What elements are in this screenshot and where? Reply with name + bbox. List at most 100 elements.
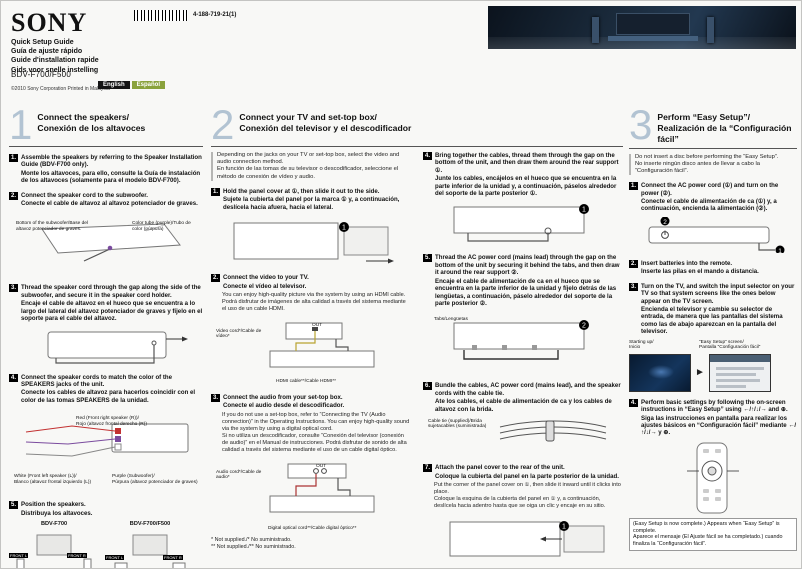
step-text-en: Position the speakers.: [21, 501, 86, 509]
s3-step4: 4. Perform basic settings by following t…: [629, 398, 797, 551]
label-out: OUT: [312, 322, 323, 328]
s2-step7-note: Put the corner of the panel cover on ①, …: [434, 482, 623, 510]
attach-cover-illustration: 1: [428, 514, 618, 564]
label-white-es: Blanco (altavoz frontal izquierdo (L)): [14, 479, 92, 485]
footnotes: * Not supplied./* No suministrado. ** No…: [211, 537, 411, 551]
subwoofer-bottom-illustration: Bottom of the subwoofer/Base del altavoz…: [14, 221, 198, 277]
section3-title-es: Realización de la “Configuración fácil”: [657, 123, 792, 145]
video-connection-illustration: Video cord*/Cable de vídeo* OUT HDMI cab…: [216, 321, 406, 387]
step-text-en: Connect the speaker cord to the subwoofe…: [21, 191, 148, 199]
section-easy-setup: 3 Perform “Easy Setup”/ Realización de l…: [629, 101, 797, 551]
label-hdmi-cable: HDMI cable**/Cable HDMI**: [276, 378, 336, 384]
label-white-jack: White (Front left speaker (L))/ Blanco (…: [14, 474, 106, 485]
step-text-en: Connect the audio from your set-top box.: [223, 393, 343, 401]
step-number: 6.: [423, 382, 433, 391]
easy-setup-screen-thumbnail: [708, 353, 771, 392]
step-text-en: Attach the panel cover to the rear of th…: [435, 464, 565, 472]
step-text-en: Insert batteries into the remote.: [641, 259, 733, 267]
step-text-en: Turn on the TV, and switch the input sel…: [641, 282, 795, 305]
intro-en: Do not insert a disc before performing t…: [635, 153, 779, 160]
power-cord-routing-illustration: Tabs/Lengüetas 2: [428, 317, 618, 375]
section2-title-en: Connect your TV and set-top box/: [239, 112, 377, 122]
step-number: 1.: [629, 182, 639, 191]
step-text-es: Encaje el cable de alimentación de ca en…: [435, 277, 617, 308]
section3-number: 3: [629, 101, 653, 148]
step-text-en: Thread the AC power cord (mains lead) th…: [435, 254, 620, 277]
complete-es: Aparece el mensaje (El Ajuste fácil se h…: [633, 534, 783, 548]
s1-step3: 3. Thread the speaker cord through the g…: [9, 284, 203, 366]
chip-front-r: FRONT R: [67, 553, 87, 559]
label-starting-up-en: Starting up/: [629, 339, 654, 345]
startup-screen-thumbnail: [629, 353, 691, 392]
note-es: Coloque la esquina de la cubierta del pa…: [434, 495, 606, 509]
title-dutch: Gids voor snelle instelling: [11, 66, 99, 74]
section2-right-column: 4. Bring together the cables, thread the…: [423, 147, 623, 564]
photo-floor: [488, 37, 796, 49]
note-en: Put the corner of the panel cover on ①, …: [434, 481, 621, 495]
step-number: 3.: [211, 393, 221, 402]
label-purple-en: Purple (Subwoofer)/: [112, 474, 155, 480]
speaker-layout-diagrams: BDV-F700 FRONT L FRONT R SUBWOOFER: [9, 521, 203, 568]
s1-step2: 2. Connect the speaker cord to the subwo…: [9, 191, 203, 278]
subwoofer-side-illustration: [14, 327, 198, 367]
label-easy-setup-es: Pantalla “Configuración fácil”: [699, 345, 761, 351]
label-out: OUT: [316, 463, 327, 469]
language-badge-english: English: [98, 81, 130, 89]
label-red-jack: Red (Front right speaker (R))/ Rojo (alt…: [76, 416, 196, 427]
step-number: 1.: [9, 153, 19, 162]
label-purple-jack: Purple (Subwoofer)/ Púrpura (altavoz pot…: [112, 474, 200, 485]
panel-cover-drawing: 1: [233, 222, 394, 264]
step-text-es: Sujete la cubierta del panel por la marc…: [223, 196, 400, 211]
s3-step1: 1. Connect the AC power cord (①) and tur…: [629, 182, 797, 253]
svg-text:1: 1: [778, 248, 782, 253]
step-text-en: Hold the panel cover at ①, then slide it…: [223, 187, 380, 195]
footnote-1: * Not supplied./* No suministrado.: [211, 536, 292, 543]
step-number: 5.: [423, 254, 433, 263]
tv-screens: ►: [629, 353, 797, 392]
s2-step2-note: You can enjoy high-quality picture via t…: [222, 292, 411, 313]
complete-en: (Easy Setup is now complete.) Appears wh…: [633, 520, 780, 534]
layout-a-caption: BDV-F700: [40, 521, 68, 528]
power-cord-routing-drawing: 2: [453, 320, 589, 361]
s2-step6: 6. Bundle the cables, AC power cord (mai…: [423, 382, 623, 457]
section-connect-tv: 2 Connect your TV and set-top box/ Conex…: [211, 101, 623, 564]
step-number: 3.: [629, 282, 639, 291]
osd-line: [715, 378, 760, 382]
step-text-es: Monte los altavoces, para ello, consulte…: [21, 169, 201, 185]
easy-setup-complete-note: (Easy Setup is now complete.) Appears wh…: [629, 517, 797, 551]
label-tabs: Tabs/Lengüetas: [434, 317, 468, 323]
step-number: 3.: [9, 284, 19, 293]
intro-es: No inserte ningún disco antes de llevar …: [635, 160, 761, 174]
layout-a-drawing: FRONT L FRONT R SUBWOOFER: [9, 529, 99, 568]
section2-number: 2: [211, 101, 235, 148]
step-number: 4.: [423, 151, 433, 160]
layout-b-caption: BDV-F700/F500: [129, 521, 171, 528]
s2-step5: 5. Thread the AC power cord (mains lead)…: [423, 254, 623, 375]
panel-cover-illustration: 1: [216, 215, 406, 267]
label-video-cord: Video cord*/Cable de vídeo*: [216, 328, 262, 340]
step-text-es: Junte los cables, encájelos en el hueco …: [435, 175, 617, 198]
s3-step2: 2. Insert batteries into the remote. Ins…: [629, 259, 797, 276]
screen-labels: Starting up/ Inicio “Easy Setup” screen/…: [629, 340, 797, 351]
s2-step3-note: If you do not use a set-top box, refer t…: [222, 412, 411, 454]
step-text-en: Assemble the speakers by referring to th…: [21, 153, 202, 169]
photo-left-speaker: [592, 17, 599, 43]
step-number: 2.: [9, 191, 19, 200]
language-badge-espanol: Español: [131, 81, 166, 89]
osd-title-bar: [709, 354, 770, 362]
s1-step5: 5. Position the speakers. Distribuya los…: [9, 501, 203, 568]
power-on-drawing: 2 1: [648, 216, 785, 253]
subwoofer-bottom-drawing: [41, 223, 181, 263]
part-number: 4-188-719-21(1): [193, 12, 237, 18]
intro-es: En función de las tomas de su televisor …: [217, 166, 399, 180]
step-number: 5.: [9, 501, 19, 510]
step-text-en: Connect the speaker cords to match the c…: [21, 373, 173, 389]
label-optical-cord: Digital optical cord**/Cable digital ópt…: [268, 525, 357, 531]
s2-step7: 7. Attach the panel cover to the rear of…: [423, 464, 623, 564]
section3-intro: Do not insert a disc before performing t…: [629, 153, 797, 176]
product-photo: [488, 6, 796, 49]
chip-front-r: FRONT R: [163, 555, 183, 561]
bluray-logo: [648, 364, 674, 379]
label-starting-up: Starting up/ Inicio: [629, 340, 699, 351]
